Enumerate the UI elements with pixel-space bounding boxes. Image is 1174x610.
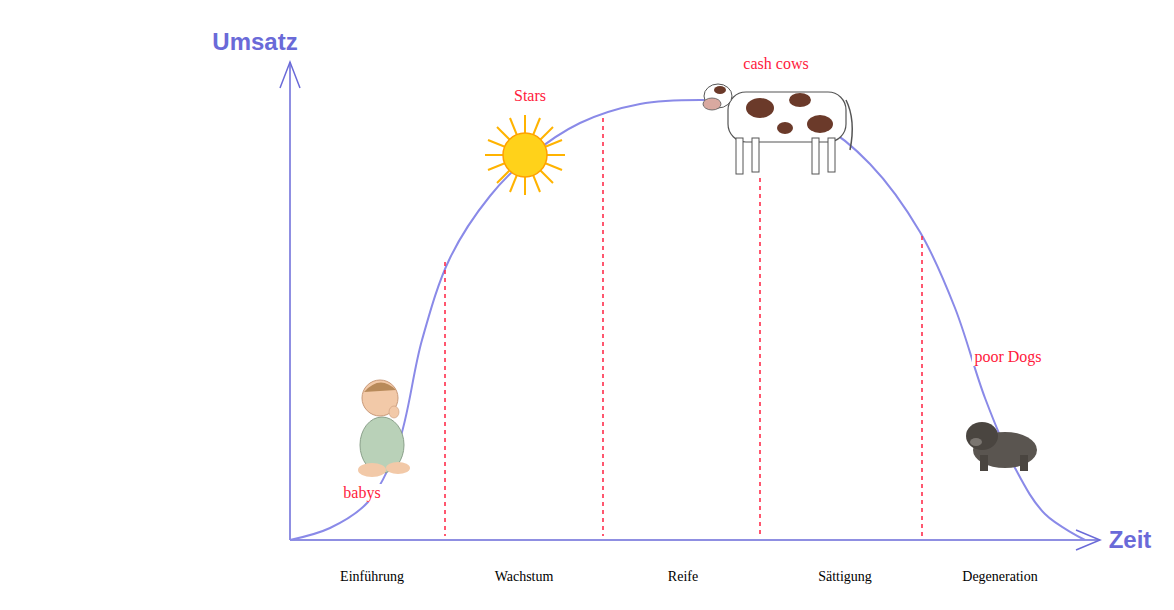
stage-name: Degeneration bbox=[960, 569, 1039, 584]
stage-name: Einführung bbox=[338, 569, 406, 584]
stage-name: Reife bbox=[666, 569, 700, 584]
axes bbox=[280, 62, 1100, 550]
dog-icon bbox=[966, 422, 1037, 471]
phase-dividers bbox=[445, 118, 922, 536]
phase-label: babys bbox=[341, 484, 382, 502]
axis-title: Zeit bbox=[1107, 527, 1154, 553]
life-cycle-curve bbox=[290, 100, 1085, 540]
stage-name: Wachstum bbox=[493, 569, 556, 584]
stage-name: Sättigung bbox=[816, 569, 874, 584]
phase-label: cash cows bbox=[741, 55, 810, 73]
axis-line bbox=[289, 62, 291, 540]
phase-label: poor Dogs bbox=[972, 348, 1043, 366]
axis-line bbox=[290, 539, 1100, 541]
axis-title: Umsatz bbox=[210, 29, 299, 55]
axis-line bbox=[280, 62, 300, 88]
axis-line bbox=[1076, 530, 1100, 550]
sun-icon bbox=[485, 115, 565, 195]
phase-divider bbox=[759, 178, 761, 536]
phase-label: Stars bbox=[512, 87, 548, 105]
phase-divider bbox=[921, 236, 923, 536]
baby-icon bbox=[358, 380, 410, 477]
phase-divider bbox=[444, 262, 446, 536]
phase-divider bbox=[602, 118, 604, 536]
cow-icon bbox=[703, 84, 852, 174]
